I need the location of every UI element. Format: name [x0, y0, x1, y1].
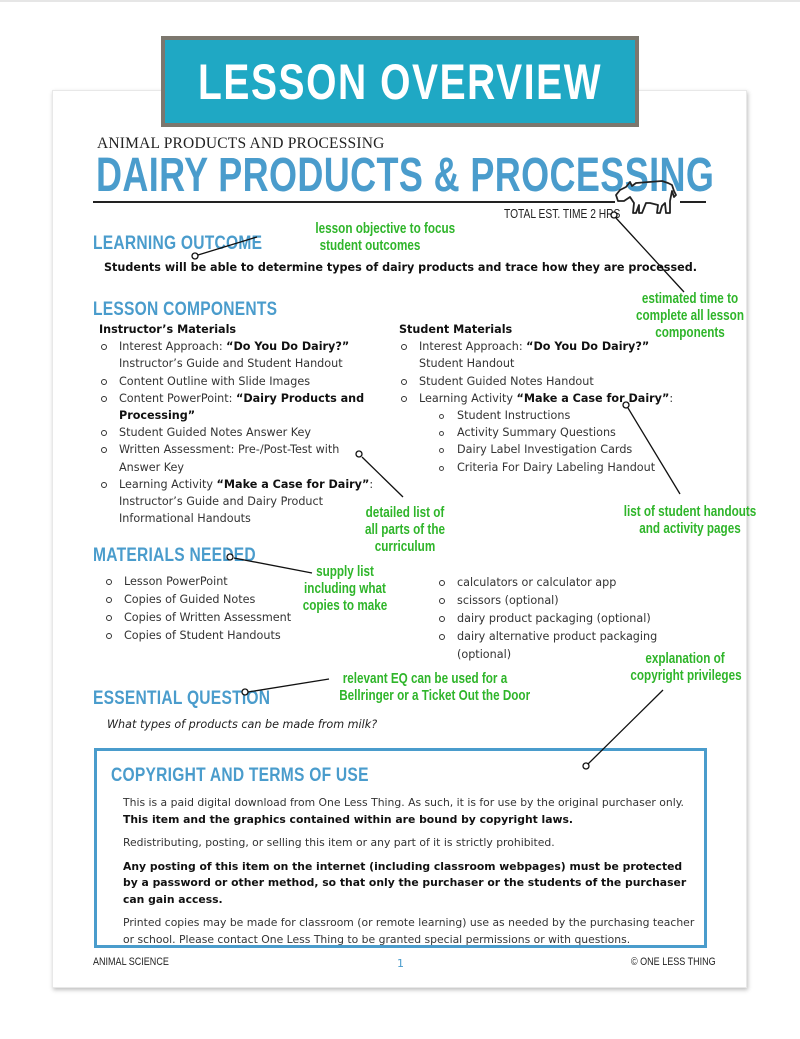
- student-materials: Student Materials Interest Approach: “Do…: [399, 321, 679, 476]
- list-item: Learning Activity “Make a Case for Dairy…: [399, 390, 679, 476]
- lesson-overview-banner: LESSON OVERVIEW: [161, 36, 639, 127]
- list-item: Lesson PowerPoint: [104, 573, 324, 591]
- list-item: Copies of Student Handouts: [104, 627, 324, 645]
- total-est-time: TOTAL EST. TIME 2 HRS: [504, 207, 621, 221]
- activity-sublist: Student Instructions Activity Summary Qu…: [437, 407, 679, 476]
- list-item: Content PowerPoint: “Dairy Products and …: [99, 390, 379, 424]
- student-materials-heading: Student Materials: [399, 323, 513, 336]
- sublist-item: Dairy Label Investigation Cards: [437, 441, 679, 458]
- copyright-box: COPYRIGHT AND TERMS OF USE This is a pai…: [94, 748, 707, 948]
- copyright-body: This is a paid digital download from One…: [123, 795, 698, 955]
- copyright-heading: COPYRIGHT AND TERMS OF USE: [111, 765, 369, 786]
- list-item: Content Outline with Slide Images: [99, 373, 379, 390]
- essential-question-text: What types of products can be made from …: [107, 718, 378, 731]
- materials-list-right: calculators or calculator app scissors (…: [437, 574, 677, 664]
- list-item: Copies of Written Assessment: [104, 609, 324, 627]
- list-item: Interest Approach: “Do You Do Dairy?” St…: [399, 338, 679, 372]
- footer-subject: ANIMAL SCIENCE: [93, 956, 169, 968]
- list-item: calculators or calculator app: [437, 574, 677, 592]
- copyright-p4: Printed copies may be made for classroom…: [123, 916, 695, 946]
- banner-title: LESSON OVERVIEW: [197, 53, 603, 110]
- student-materials-list: Interest Approach: “Do You Do Dairy?” St…: [399, 338, 679, 476]
- lesson-components-heading: LESSON COMPONENTS: [93, 299, 278, 320]
- instructor-materials-list: Interest Approach: “Do You Do Dairy?” In…: [99, 338, 379, 527]
- learning-outcome-heading: LEARNING OUTCOME: [93, 233, 263, 254]
- cow-icon: [615, 180, 677, 214]
- list-item: dairy alternative product packaging (opt…: [437, 628, 677, 664]
- list-item: Copies of Guided Notes: [104, 591, 324, 609]
- learning-outcome-text: Students will be able to determine types…: [104, 261, 697, 274]
- copyright-p3: Any posting of this item on the internet…: [123, 859, 687, 906]
- list-item: Written Assessment: Pre-/Post-Test with …: [99, 441, 379, 475]
- list-item: scissors (optional): [437, 592, 677, 610]
- copyright-p1: This is a paid digital download from One…: [123, 796, 684, 809]
- title-rule-end: [680, 201, 706, 203]
- page-number: 1: [397, 957, 404, 970]
- instructor-materials-heading: Instructor’s Materials: [99, 323, 237, 336]
- sublist-item: Activity Summary Questions: [437, 424, 679, 441]
- instructor-materials: Instructor’s Materials Interest Approach…: [99, 321, 379, 527]
- sublist-item: Student Instructions: [437, 407, 679, 424]
- footer-copyright: © ONE LESS THING: [631, 956, 716, 968]
- materials-list-left: Lesson PowerPoint Copies of Guided Notes…: [104, 573, 324, 645]
- copyright-p2: Redistributing, posting, or selling this…: [123, 836, 555, 849]
- essential-question-heading: ESSENTIAL QUESTION: [93, 688, 271, 709]
- title-rule: [93, 201, 615, 203]
- list-item: Student Guided Notes Answer Key: [99, 424, 379, 441]
- list-item: Student Guided Notes Handout: [399, 373, 679, 390]
- unit-kicker: ANIMAL PRODUCTS AND PROCESSING: [97, 135, 385, 152]
- copyright-p1-bold: This item and the graphics contained wit…: [123, 812, 574, 826]
- lesson-title: DAIRY PRODUCTS & PROCESSING: [96, 149, 715, 202]
- sublist-item: Criteria For Dairy Labeling Handout: [437, 459, 679, 476]
- list-item: dairy product packaging (optional): [437, 610, 677, 628]
- materials-needed-heading: MATERIALS NEEDED: [93, 545, 256, 566]
- list-item: Interest Approach: “Do You Do Dairy?” In…: [99, 338, 379, 372]
- list-item: Learning Activity “Make a Case for Dairy…: [99, 476, 379, 528]
- top-edge: [0, 0, 800, 2]
